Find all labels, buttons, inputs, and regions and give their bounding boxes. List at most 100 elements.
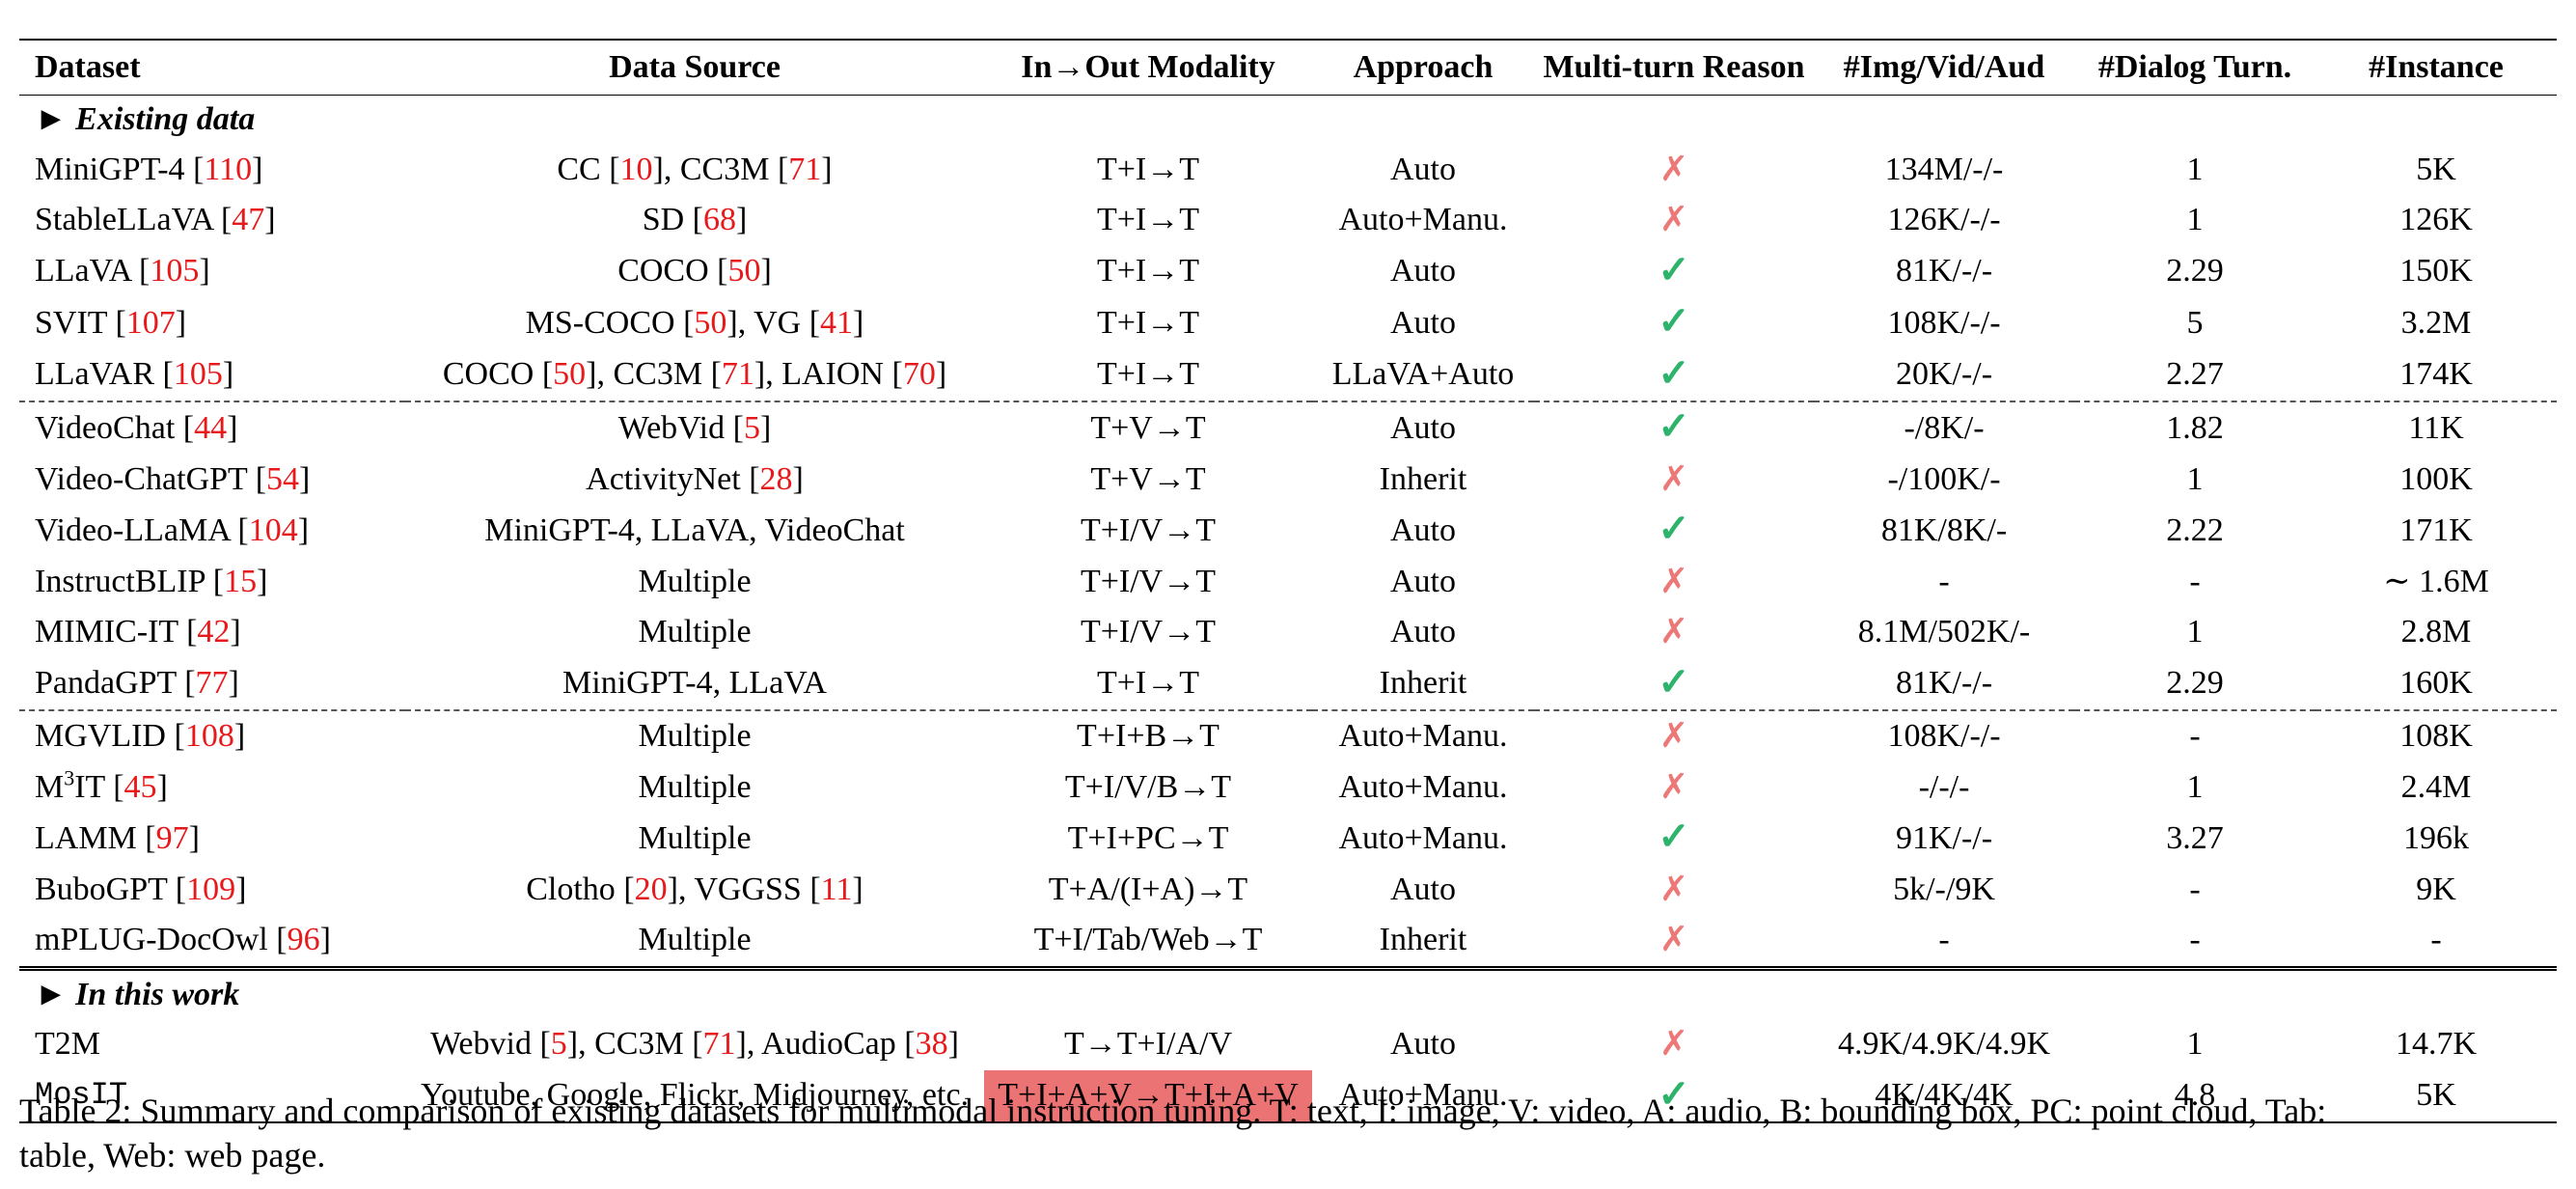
cell-multi-turn-reason: ✓ [1534,401,1814,455]
cell-approach: Auto+Manu. [1312,762,1534,814]
cell-dialog-turn: 2.22 [2074,505,2316,557]
cell-dialog-turn: 4.8 [2074,1069,2316,1123]
cell-instance: 126K [2316,195,2557,246]
source-text: Multiple [638,768,752,805]
cell-approach: Auto [1312,1019,1534,1070]
check-mark-icon: ✓ [1658,659,1690,704]
source-text: MiniGPT-4, LLaVA [562,665,827,701]
cross-mark-icon: ✗ [1658,869,1689,908]
cell-modality: T+I→T [984,658,1312,711]
source-text: , VGGSS [677,871,810,907]
counts-text: 108K/-/- [1887,304,2001,341]
cell-instance: 14.7K [2316,1019,2557,1070]
cell-dataset: mPLUG-DocOwl [96] [19,915,405,968]
counts-text: 4K/4K/4K [1875,1077,2014,1113]
bracket: [ [692,202,703,237]
modality-text: T+I→T [1096,253,1200,289]
bracket: ] [299,460,311,497]
cell-dataset: SVIT [107] [19,297,405,349]
bracket: [ [212,202,233,237]
turns-text: - [2189,563,2201,599]
cell-approach: Auto+Manu. [1312,709,1534,762]
source-text: Youtube, Google, Flickr, Midjourney, etc… [420,1077,970,1113]
bracket: [ [176,665,196,701]
cell-instance: 171K [2316,505,2557,557]
cross-mark-icon: ✗ [1658,716,1689,755]
counts-text: 5k/-/9K [1893,871,1995,907]
citation-ref: 104 [248,512,298,548]
dataset-name: M [35,768,65,805]
turns-text: 1 [2186,460,2204,497]
bracket: [ [732,409,744,446]
dataset-name: PandaGPT [35,665,177,701]
cell-multi-turn-reason: ✓ [1534,349,1814,402]
section-label-this-work: ► In this work [19,965,2557,1019]
bracket: ] [759,409,772,446]
table-header-row: Dataset Data Source In→Out Modality Appr… [19,39,2557,96]
cell-instance: 196k [2316,813,2557,865]
cell-img-vid-aud: -/-/- [1814,762,2074,814]
source-text: , CC3M [578,1026,693,1062]
cell-instance: 3.2M [2316,297,2557,349]
cell-approach: Auto [1312,246,1534,298]
cell-img-vid-aud: 20K/-/- [1814,349,2074,402]
cell-dialog-turn: 1 [2074,195,2316,246]
cell-dataset: LLaVA [105] [19,246,405,298]
cell-multi-turn-reason: ✓ [1534,1069,1814,1123]
cell-modality: T+I→T [984,145,1312,196]
bracket: ] [188,819,200,856]
bracket: ] [156,768,168,805]
modality-text: T+I→T [1096,356,1200,392]
bracket: ] [821,151,833,187]
cell-data-source: Youtube, Google, Flickr, Midjourney, etc… [405,1069,984,1123]
header-approach: Approach [1312,39,1534,96]
counts-text: 134M/-/- [1884,151,2004,187]
cell-img-vid-aud: 108K/-/- [1814,297,2074,349]
cell-modality: T+I→T [984,297,1312,349]
bracket: ] [230,614,241,650]
cell-modality: T+I+B→T [984,709,1312,762]
bracket: [ [541,356,554,392]
approach-text: Auto [1390,871,1456,907]
source-text: , CC3M [596,356,711,392]
cell-dataset: BuboGPT [109] [19,865,405,916]
cell-instance: 5K [2316,145,2557,196]
modality-text: T+V→T [1090,460,1206,497]
cell-instance: 108K [2316,709,2557,762]
bracket: [ [809,871,821,907]
bracket: [ [710,356,722,392]
cell-dataset: Video-LLaMA [104] [19,505,405,557]
approach-text: Auto+Manu. [1338,202,1508,237]
bracket: ] [199,253,210,289]
cell-approach: Auto+Manu. [1312,1069,1534,1123]
counts-text: 4.9K/4.9K/4.9K [1837,1026,2051,1062]
bracket: ] [264,202,276,237]
cell-approach: Auto+Manu. [1312,813,1534,865]
cell-approach: Auto [1312,297,1534,349]
approach-text: Auto+Manu. [1338,768,1508,805]
dataset-name: LLaVAR [35,356,155,392]
modality-text: T+I/V→T [1080,512,1217,548]
cell-img-vid-aud: 81K/-/- [1814,246,2074,298]
citation-ref: 105 [173,356,223,392]
bracket: [ [136,819,156,856]
dataset-name: MiniGPT-4 [35,151,185,187]
cell-instance: 160K [2316,658,2557,711]
dataset-name: T2M [35,1026,100,1062]
turns-text: - [2189,871,2201,907]
check-mark-icon: ✓ [1658,507,1690,550]
citation-ref: 11 [820,871,853,907]
bracket: ] [233,718,246,754]
cell-multi-turn-reason: ✓ [1534,246,1814,298]
cell-dialog-turn: - [2074,709,2316,762]
cell-modality: T+A/(I+A)→T [984,865,1312,916]
citation-ref: 50 [694,304,727,341]
cell-approach: Auto [1312,145,1534,196]
approach-text: Auto [1390,614,1456,650]
